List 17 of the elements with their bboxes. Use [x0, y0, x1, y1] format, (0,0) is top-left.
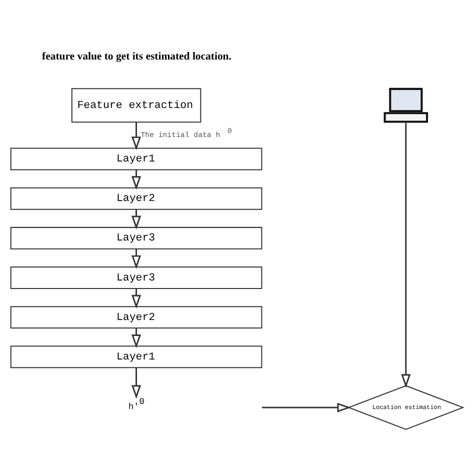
arrow	[131, 288, 142, 308]
arrow	[131, 328, 142, 348]
arrow	[131, 209, 142, 229]
arrow	[131, 169, 142, 190]
node-box: Layer1	[10, 147, 262, 170]
arrow	[401, 122, 411, 388]
arrow	[131, 248, 142, 269]
label: feature value to get its estimated location.	[42, 50, 232, 62]
arrow	[262, 402, 351, 412]
arrow	[131, 122, 142, 150]
node-box: Layer3	[10, 226, 262, 249]
node-box: Layer3	[10, 266, 262, 288]
node-box: Feature extraction	[71, 88, 202, 122]
node-box: Layer2	[10, 186, 262, 210]
node-box: Layer1	[10, 345, 262, 368]
arrow	[131, 367, 142, 398]
node-box: Layer2	[10, 306, 262, 328]
